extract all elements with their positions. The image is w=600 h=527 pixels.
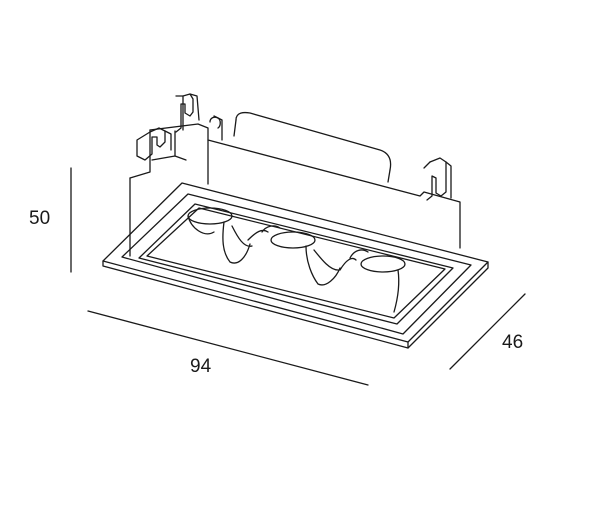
reflector-cup-center — [247, 225, 341, 286]
width-dimension-label: 94 — [190, 356, 212, 377]
right-mounting-clip — [423, 157, 452, 201]
inner-bezel — [121, 193, 472, 335]
depth-dimension-label: 46 — [502, 332, 524, 353]
rear-box — [129, 123, 461, 257]
width-dimension-line — [87, 310, 369, 386]
height-dimension-label: 50 — [29, 208, 51, 229]
trim-flange — [102, 182, 489, 349]
driver-housing — [209, 111, 392, 183]
reflector-cup-left — [187, 207, 253, 264]
left-mounting-clip — [136, 93, 200, 161]
reflector-cup-right — [339, 249, 406, 313]
depth-dimension-line — [449, 293, 526, 370]
